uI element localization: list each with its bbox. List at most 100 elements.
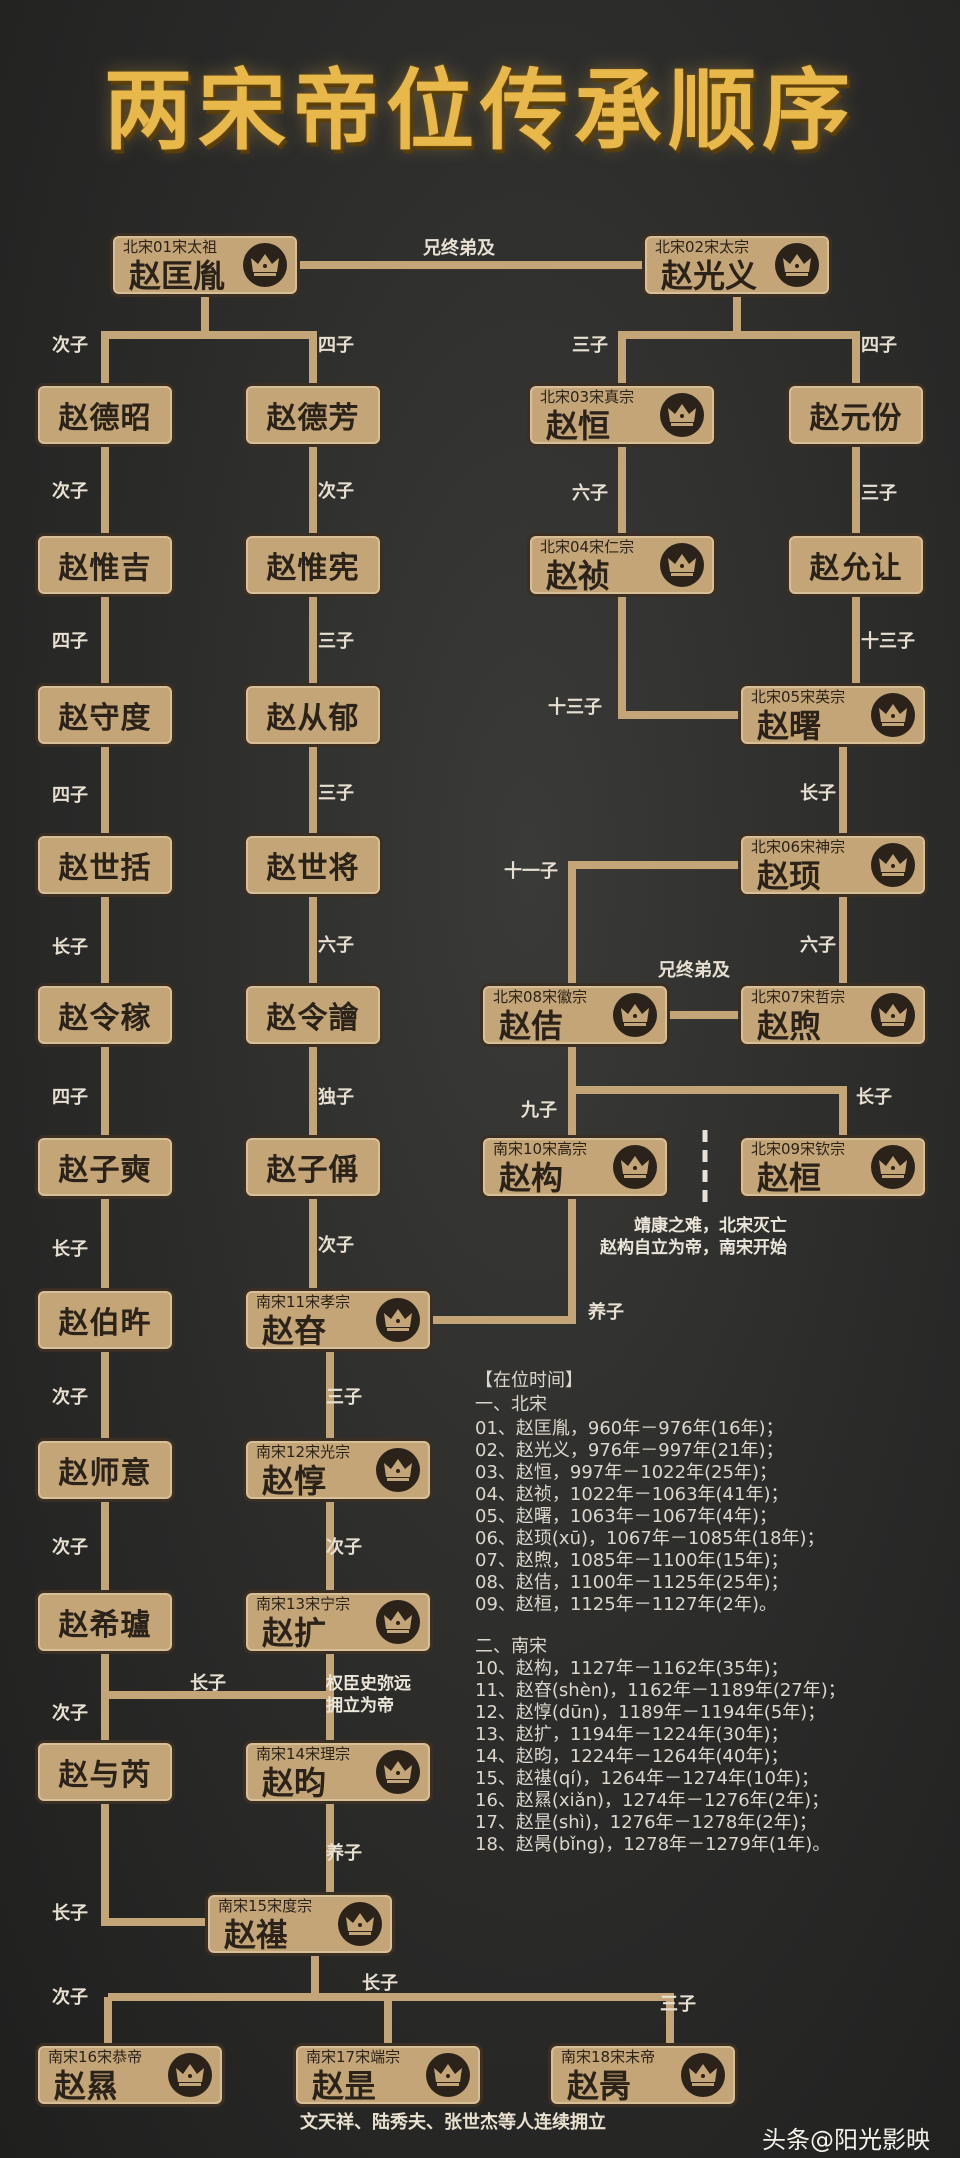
relation-label: 次子 (52, 1703, 88, 1724)
person-box: 赵德芳 (243, 383, 383, 447)
emperor-era: 北宋09宋钦宗 (751, 1140, 846, 1158)
emperor-name: 赵㬎 (54, 2067, 119, 2105)
reign-section-title: 二、南宋 (475, 1636, 547, 1657)
emperor-box: 南宋13宋宁宗 赵扩 (243, 1590, 433, 1654)
relation-label: 兄终弟及 (658, 960, 730, 981)
emperor-name: 赵昰 (312, 2067, 377, 2105)
crown-icon (376, 1298, 420, 1342)
emperor-name: 赵构 (499, 1159, 564, 1197)
relation-label: 长子 (362, 1973, 398, 1994)
person-box: 赵允让 (786, 533, 926, 597)
emperor-box: 南宋14宋理宗 赵昀 (243, 1740, 433, 1804)
reign-line: 03、赵恒，997年－1022年(25年)； (475, 1462, 778, 1483)
emperor-era: 北宋06宋神宗 (751, 838, 846, 856)
emperor-era: 南宋13宋宁宗 (256, 1595, 351, 1613)
emperor-box: 北宋06宋神宗 赵顼 (738, 833, 928, 897)
person-box: 赵元份 (786, 383, 926, 447)
relation-label: 次子 (326, 1537, 362, 1558)
emperor-era: 北宋04宋仁宗 (540, 538, 635, 556)
relation-label: 独子 (318, 1087, 354, 1108)
reign-line: 10、赵构，1127年－1162年(35年)； (475, 1658, 789, 1679)
crown-icon (338, 1902, 382, 1946)
relation-label: 长子 (800, 783, 836, 804)
watermark-footer: 头条@阳光影映 (762, 2126, 930, 2154)
jingkang-note: 靖康之难，北宋灭亡 赵构自立为帝，南宋开始 (600, 1215, 787, 1259)
crown-icon (871, 843, 915, 887)
reign-line: 16、赵㬎(xiǎn)，1274年－1276年(2年)； (475, 1790, 830, 1811)
relation-label: 长子 (856, 1087, 892, 1108)
emperor-name: 赵昺 (567, 2067, 632, 2105)
connector-line (618, 597, 738, 719)
crown-icon (871, 1145, 915, 1189)
relation-label: 长子 (52, 1903, 88, 1924)
relation-label: 长子 (52, 1239, 88, 1260)
note-line: 权臣史弥远 (326, 1674, 411, 1694)
person-box: 赵子偁 (243, 1135, 383, 1199)
reign-line: 18、赵昺(bǐng)，1278年－1279年(1年)。 (475, 1834, 831, 1855)
crown-icon (660, 543, 704, 587)
emperor-box: 南宋18宋末帝 赵昺 (548, 2043, 738, 2107)
relation-label: 次子 (52, 335, 88, 356)
person-box: 赵伯旿 (35, 1288, 175, 1352)
emperor-era: 北宋08宋徽宗 (493, 988, 588, 1006)
emperor-name: 赵昚 (262, 1312, 327, 1350)
relation-label: 四子 (52, 785, 88, 806)
relation-label: 十一子 (504, 861, 558, 882)
relation-label: 四子 (52, 631, 88, 652)
crown-icon (871, 693, 915, 737)
relation-label: 六子 (572, 483, 608, 504)
connector-line (618, 297, 741, 383)
emperor-box: 北宋01宋太祖 赵匡胤 (110, 233, 300, 297)
relation-label: 十三子 (861, 631, 915, 652)
person-box: 赵子奭 (35, 1135, 175, 1199)
reign-line: 15、赵禥(qí)，1264年－1274年(10年)； (475, 1768, 819, 1789)
reign-line: 02、赵光义，976年－997年(21年)； (475, 1440, 784, 1461)
emperor-name: 赵昀 (262, 1764, 327, 1802)
bottom-note: 文天祥、陆秀夫、张世杰等人连续拥立 (300, 2112, 606, 2133)
connector-line (572, 1086, 847, 1135)
note-line: 拥立为帝 (326, 1696, 394, 1716)
crown-icon (376, 1600, 420, 1644)
emperor-box: 北宋03宋真宗 赵恒 (527, 383, 717, 447)
relation-label: 次子 (318, 481, 354, 502)
emperor-era: 北宋02宋太宗 (655, 238, 750, 256)
emperor-name: 赵煦 (757, 1007, 822, 1045)
connector-line (205, 331, 317, 383)
crown-icon (871, 993, 915, 1037)
emperor-era: 北宋01宋太祖 (123, 238, 218, 256)
emperor-box: 北宋07宋哲宗 赵煦 (738, 983, 928, 1047)
person-box: 赵德昭 (35, 383, 175, 447)
emperor-box: 北宋02宋太宗 赵光义 (642, 233, 832, 297)
emperor-era: 南宋11宋孝宗 (256, 1293, 351, 1311)
crown-icon (376, 1750, 420, 1794)
reign-line: 01、赵匡胤，960年－976年(16年)； (475, 1418, 784, 1439)
emperor-era: 南宋10宋高宗 (493, 1140, 588, 1158)
reign-line: 17、赵昰(shì)，1276年－1278年(2年)； (475, 1812, 817, 1833)
reign-section-title: 一、北宋 (475, 1394, 547, 1415)
reign-line: 06、赵顼(xū)，1067年－1085年(18年)； (475, 1528, 825, 1549)
emperor-name: 赵顼 (757, 857, 822, 895)
emperor-name: 赵扩 (262, 1614, 327, 1652)
person-box: 赵惟吉 (35, 533, 175, 597)
emperor-box: 北宋05宋英宗 赵曙 (738, 683, 928, 747)
relation-label: 六子 (318, 935, 354, 956)
emperor-era: 南宋17宋端宗 (306, 2048, 401, 2066)
relation-label: 三子 (318, 783, 354, 804)
emperor-name: 赵匡胤 (129, 257, 226, 295)
reign-line: 08、赵佶，1100年－1125年(25年)； (475, 1572, 789, 1593)
emperor-box: 北宋09宋钦宗 赵桓 (738, 1135, 928, 1199)
relation-label: 长子 (52, 937, 88, 958)
emperor-name: 赵祯 (546, 557, 611, 595)
emperor-era: 北宋05宋英宗 (751, 688, 846, 706)
emperor-box: 南宋10宋高宗 赵构 (480, 1135, 670, 1199)
relation-label: 四子 (861, 335, 897, 356)
emperor-name: 赵禥 (224, 1916, 289, 1954)
relation-label: 养子 (588, 1302, 624, 1323)
person-box: 赵希瓐 (35, 1590, 175, 1654)
person-box: 赵师意 (35, 1438, 175, 1502)
crown-icon (613, 993, 657, 1037)
relation-label: 十三子 (548, 697, 602, 718)
reign-line: 05、赵曙，1063年－1067年(4年)； (475, 1506, 778, 1527)
shimiyuan-note: 权臣史弥远 拥立为帝 (326, 1673, 411, 1717)
person-box: 赵令稼 (35, 983, 175, 1047)
